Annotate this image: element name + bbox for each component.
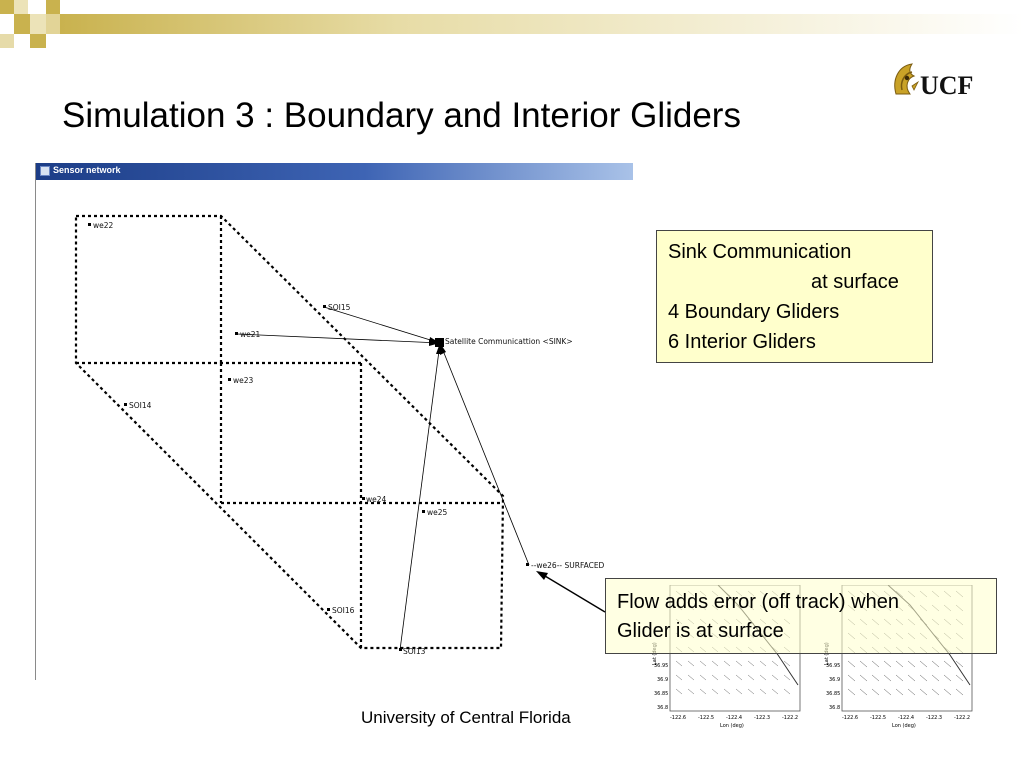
ucf-logo: UCF	[894, 63, 973, 100]
x-tick: -122.6	[670, 715, 686, 721]
info-line: 4 Boundary Gliders	[668, 301, 840, 323]
sensor-network-window: Sensor network we22 SOI15	[35, 163, 633, 680]
node-label-soi15: SOI15	[328, 303, 351, 312]
network-nodes: we22 SOI15 we21 Satellite Communicattion…	[88, 221, 605, 656]
link-we21-sink	[236, 333, 441, 344]
node-marker-we23	[228, 378, 231, 381]
sink-marker	[435, 338, 444, 347]
x-tick: -122.4	[898, 715, 914, 721]
decorative-square	[30, 34, 46, 48]
y-tick: 36.8	[829, 705, 840, 711]
node-label-soi16: SOI16	[332, 606, 355, 615]
x-tick: -122.5	[870, 715, 886, 721]
decorative-square	[0, 34, 14, 48]
boundary-region	[74, 214, 505, 650]
decorative-square	[14, 14, 30, 34]
x-tick: -122.3	[754, 715, 770, 721]
x-tick: -122.4	[726, 715, 742, 721]
x-tick: -122.5	[698, 715, 714, 721]
node-marker-soi14	[124, 403, 127, 406]
window-app-icon	[40, 166, 50, 176]
info-callout-box: Sink Communication at surface 4 Boundary…	[656, 230, 933, 363]
decorative-square	[0, 0, 14, 14]
network-canvas: we22 SOI15 we21 Satellite Communicattion…	[74, 214, 605, 656]
x-tick: -122.6	[842, 715, 858, 721]
node-marker-soi13	[399, 648, 402, 651]
node-label-we26: --we26-- SURFACED	[531, 561, 605, 570]
window-title: Sensor network	[53, 165, 121, 175]
decorative-square	[30, 14, 46, 34]
arrowhead	[429, 339, 440, 346]
window-titlebar[interactable]: Sensor network	[36, 163, 633, 180]
node-label-we24: we24	[366, 495, 387, 504]
info-line: 6 Interior Gliders	[668, 331, 816, 353]
y-tick: 36.85	[654, 691, 668, 697]
node-marker-we25	[422, 510, 425, 513]
node-label-soi14: SOI14	[129, 401, 152, 410]
node-marker-we26	[526, 563, 529, 566]
link-soi13-sink	[399, 342, 441, 651]
y-tick: 36.8	[657, 705, 668, 711]
decorative-square	[46, 14, 60, 34]
node-marker-soi15	[323, 305, 326, 308]
link-soi15-sink	[323, 306, 441, 344]
y-tick: 36.85	[826, 691, 840, 697]
x-tick: -122.3	[926, 715, 942, 721]
node-marker-we21	[235, 332, 238, 335]
flow-line: Glider is at surface	[617, 620, 784, 642]
communication-links	[236, 306, 530, 651]
y-tick: 36.9	[829, 677, 840, 683]
x-tick: -122.2	[954, 715, 970, 721]
sink-label: Satellite Communicattion <SINK>	[445, 337, 573, 346]
flow-line: Flow adds error (off track) when	[617, 591, 899, 613]
node-marker-soi16	[327, 608, 330, 611]
node-label-we23: we23	[233, 376, 254, 385]
node-label-we25: we25	[427, 508, 448, 517]
node-label-we22: we22	[93, 221, 114, 230]
flow-callout-box: Flow adds error (off track) when Glider …	[605, 578, 997, 654]
decorative-square	[30, 0, 46, 14]
plot-xlabel: Lon (deg)	[892, 723, 916, 729]
y-tick: 36.9	[657, 677, 668, 683]
node-marker-we22	[88, 223, 91, 226]
node-label-soi13: SOI13	[403, 647, 426, 656]
plot-xlabel: Lon (deg)	[720, 723, 744, 729]
decorative-square	[14, 0, 28, 14]
node-marker-we24	[362, 497, 365, 500]
link-we26-sink	[439, 342, 530, 566]
y-tick: 36.95	[826, 663, 840, 669]
slide-title: Simulation 3 : Boundary and Interior Gli…	[62, 96, 741, 135]
info-line: Sink Communication	[668, 241, 852, 263]
info-line: at surface	[811, 271, 899, 293]
header-gradient-bar	[60, 14, 1024, 34]
decorative-square	[46, 0, 60, 14]
x-tick: -122.2	[782, 715, 798, 721]
outer-boundary	[74, 214, 505, 650]
y-tick: 36.95	[654, 663, 668, 669]
slide-footer: University of Central Florida	[361, 708, 571, 727]
logo-text: UCF	[920, 71, 973, 100]
node-label-we21: we21	[240, 330, 261, 339]
